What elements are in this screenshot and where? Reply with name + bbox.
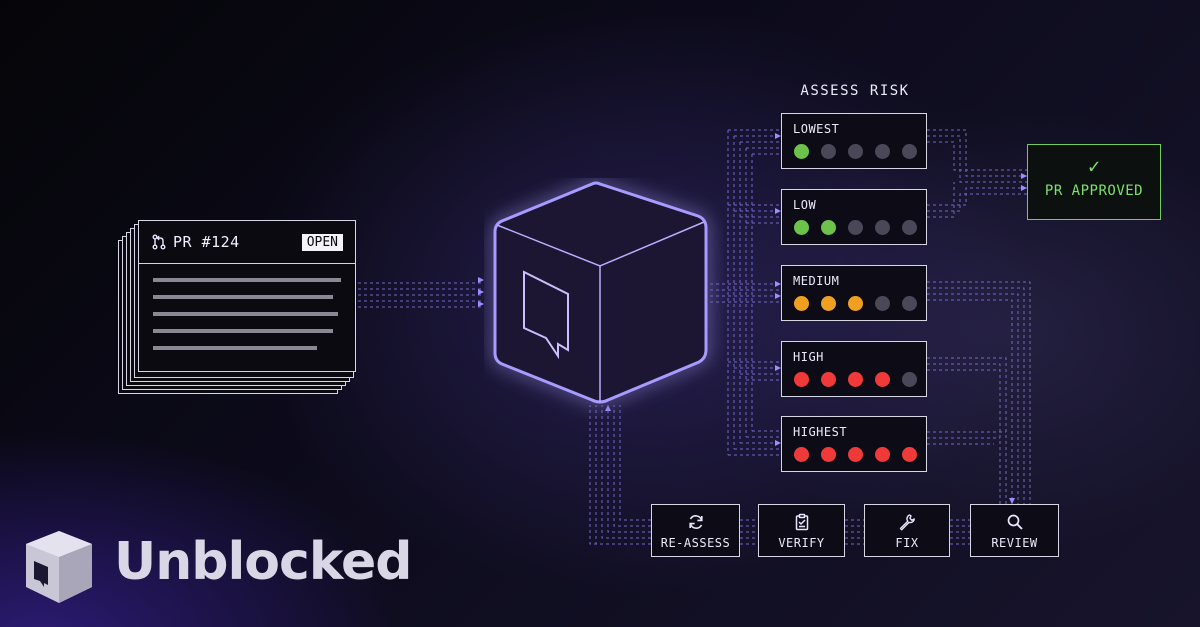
- verify-button[interactable]: VERIFY: [758, 504, 845, 557]
- risk-dots: [794, 372, 917, 387]
- risk-dot-filled: [794, 372, 809, 387]
- pr-text-line: [153, 346, 317, 350]
- pull-request-card[interactable]: PR #124 OPEN: [138, 220, 356, 372]
- risk-dot-empty: [848, 144, 863, 159]
- risk-dots: [794, 144, 917, 159]
- check-icon: ✓: [1087, 154, 1101, 178]
- risk-dot-filled: [821, 220, 836, 235]
- pr-text-line: [153, 278, 341, 282]
- pr-body: [139, 264, 355, 350]
- risk-dot-empty: [902, 144, 917, 159]
- risk-dot-empty: [875, 220, 890, 235]
- risk-dot-filled: [875, 372, 890, 387]
- assess-risk-title: ASSESS RISK: [800, 83, 910, 99]
- risk-dots: [794, 447, 917, 462]
- re-assess-label: RE-ASSESS: [660, 536, 731, 550]
- pr-approved-label: PR APPROVED: [1044, 183, 1144, 199]
- pr-text-line: [153, 312, 338, 316]
- risk-dot-filled: [848, 447, 863, 462]
- risk-dot-empty: [902, 296, 917, 311]
- risk-dots: [794, 296, 917, 311]
- brand-name: Unblocked: [114, 532, 413, 592]
- search-icon: [1007, 514, 1023, 530]
- risk-dot-filled: [821, 447, 836, 462]
- unblocked-logo-icon: [26, 531, 92, 603]
- risk-dot-empty: [821, 144, 836, 159]
- risk-dot-empty: [902, 220, 917, 235]
- risk-dot-filled: [794, 220, 809, 235]
- refresh-icon: [688, 515, 703, 529]
- pull-request-stack: PR #124 OPEN: [113, 220, 358, 394]
- review-button[interactable]: REVIEW: [970, 504, 1059, 557]
- risk-dot-filled: [902, 447, 917, 462]
- risk-level-label: HIGH: [793, 350, 824, 364]
- risk-level-high[interactable]: HIGH: [781, 341, 927, 397]
- risk-level-lowest[interactable]: LOWEST: [781, 113, 927, 169]
- risk-dot-empty: [875, 144, 890, 159]
- risk-level-label: MEDIUM: [793, 274, 840, 288]
- risk-level-label: HIGHEST: [793, 425, 848, 439]
- fix-label: FIX: [895, 536, 919, 550]
- wrench-icon: [899, 514, 915, 531]
- unblocked-cube-icon: [493, 181, 708, 404]
- pr-header: PR #124 OPEN: [139, 221, 355, 264]
- pr-text-line: [153, 329, 333, 333]
- risk-dot-filled: [794, 296, 809, 311]
- fix-button[interactable]: FIX: [864, 504, 950, 557]
- pr-title: PR #124: [173, 233, 240, 251]
- review-label: REVIEW: [991, 536, 1038, 550]
- risk-dots: [794, 220, 917, 235]
- clipboard-check-icon: [795, 513, 808, 531]
- risk-dot-empty: [848, 220, 863, 235]
- risk-level-label: LOW: [793, 198, 817, 212]
- branch-merge-icon: [152, 234, 166, 250]
- re-assess-button[interactable]: RE-ASSESS: [651, 504, 740, 557]
- risk-dot-filled: [848, 372, 863, 387]
- verify-label: VERIFY: [778, 536, 825, 550]
- risk-dot-filled: [821, 296, 836, 311]
- status-badge: OPEN: [301, 233, 343, 251]
- pr-text-line: [153, 295, 333, 299]
- pr-approved-box[interactable]: ✓ PR APPROVED: [1027, 144, 1161, 220]
- risk-dot-filled: [794, 447, 809, 462]
- risk-dot-filled: [848, 296, 863, 311]
- risk-level-label: LOWEST: [793, 122, 840, 136]
- risk-level-low[interactable]: LOW: [781, 189, 927, 245]
- risk-level-highest[interactable]: HIGHEST: [781, 416, 927, 472]
- risk-level-medium[interactable]: MEDIUM: [781, 265, 927, 321]
- risk-dot-empty: [875, 296, 890, 311]
- risk-dot-filled: [875, 447, 890, 462]
- risk-dot-filled: [794, 144, 809, 159]
- risk-dot-empty: [902, 372, 917, 387]
- risk-dot-filled: [821, 372, 836, 387]
